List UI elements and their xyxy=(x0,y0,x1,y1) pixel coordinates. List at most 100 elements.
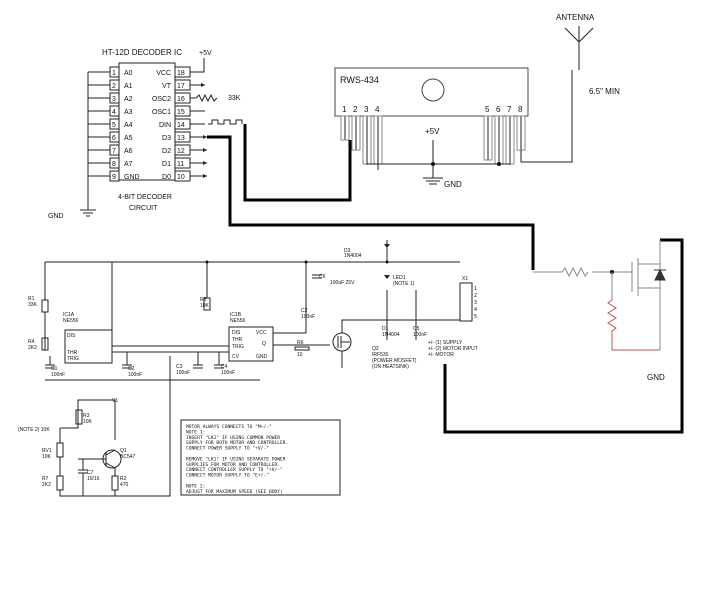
c7-value: 10/16 xyxy=(87,476,100,482)
receiver-pin-number: 7 xyxy=(507,105,512,114)
c2b-label: C2 xyxy=(128,366,135,372)
x1-label: X1 xyxy=(462,276,468,282)
note-line: ADJUST FOR MAXIMUM SPEED (SEE BODY) xyxy=(186,489,283,495)
ic1b-pin-q: Q xyxy=(262,341,266,347)
ic1a-pin-dis: DIS xyxy=(67,333,76,339)
q1-label: Q1 xyxy=(120,448,127,454)
q2-label: Q2 xyxy=(372,346,379,352)
c4-label: C4 xyxy=(221,364,228,370)
notes-box xyxy=(180,419,341,496)
rv1-label: RV1 xyxy=(42,448,52,454)
c6-value: 100uF 25V xyxy=(330,280,355,286)
decoder-pin-number: 1 xyxy=(112,70,116,77)
decoder-pin-number: 7 xyxy=(112,148,116,155)
rv1-value: 10K xyxy=(42,454,52,460)
receiver-crystal-icon xyxy=(421,78,445,102)
mosfet-body-diode-icon xyxy=(654,268,666,281)
x1-motor-input: +/- (2) MOTOR INPUT xyxy=(428,346,478,352)
q1-part: BC547 xyxy=(120,454,136,460)
receiver-name: RWS-434 xyxy=(340,75,379,85)
decoder-pin-name: D1 xyxy=(162,161,171,168)
ic1b-pin-dis: DIS xyxy=(232,330,241,336)
decoder-pin-name: DIN xyxy=(159,122,171,129)
decoder-title: HT-12D DECODER IC xyxy=(102,48,182,57)
antenna-section: ANTENNA 6.5" MIN xyxy=(556,13,620,96)
receiver-pin-number: 1 xyxy=(342,105,347,114)
led1-note: (NOTE 1) xyxy=(393,281,415,287)
x1-pin-number: 5 xyxy=(474,314,477,320)
x1-supply: +/- (1) SUPPLY xyxy=(428,340,463,346)
decoder-pin-name: OSC1 xyxy=(152,109,171,116)
data-link-d3 xyxy=(207,135,535,270)
r4-value: 2K2 xyxy=(28,345,37,351)
decoder-pin-name: A7 xyxy=(124,161,133,168)
osc-resistor-value: 33K xyxy=(228,95,241,102)
c2-label: C2 xyxy=(301,308,308,314)
ic1b-body xyxy=(228,326,274,362)
antenna-length: 6.5" MIN xyxy=(589,87,620,96)
ic1a-pin-trig: TRIG xyxy=(67,356,79,362)
decoder-pin-number: 8 xyxy=(112,161,116,168)
decoder-pin-number: 12 xyxy=(177,148,185,155)
r1-label: R1 xyxy=(28,296,35,302)
decoder-pin-number: 14 xyxy=(177,122,185,129)
x1-pin-number: 2 xyxy=(474,293,477,299)
c6-label: C6 xyxy=(319,274,326,280)
decoder-pin-number: 17 xyxy=(177,83,185,90)
note-line: MOTOR ALWAYS CONNECTS TO "M+/-" xyxy=(186,424,272,430)
receiver-vcc-label: +5V xyxy=(425,127,440,136)
r4-label: R4 xyxy=(28,339,35,345)
receiver-pin-number: 8 xyxy=(518,105,523,114)
decoder-pin-number: 5 xyxy=(112,122,116,129)
r6-label: R6 xyxy=(297,340,304,346)
led1-icon xyxy=(384,275,390,279)
c4-value: 100nF xyxy=(221,370,235,376)
note-line: REMOVE "LK1" IF USING SEPARATE POWER xyxy=(186,456,286,462)
receiver-pin-number: 2 xyxy=(353,105,358,114)
decoder-gnd-label: GND xyxy=(48,213,64,220)
note-line: NOTE 2: xyxy=(186,483,205,489)
decoder-pin-number: 10 xyxy=(177,174,185,181)
note-line: INSERT "LK1" IF USING COMMON POWER xyxy=(186,435,280,441)
note-line: CONNECT POWER SUPPLY TO "+V/-" xyxy=(186,446,269,452)
decoder-pin-name: A6 xyxy=(124,148,133,155)
r5-label: R5 xyxy=(200,297,207,303)
ic1b-pin-cv: CV xyxy=(232,354,240,360)
ic1b-pin-vcc: VCC xyxy=(256,330,267,336)
antenna-icon xyxy=(564,26,594,70)
decoder-pin-number: 18 xyxy=(177,70,185,77)
din-waveform-icon xyxy=(208,119,243,125)
c1-label: C1 xyxy=(51,366,58,372)
decoder-pin-name: A1 xyxy=(124,83,133,90)
d1-label: D1 xyxy=(382,326,389,332)
r2-value: 470 xyxy=(120,482,129,488)
d3-diode-icon xyxy=(384,244,390,248)
r3-label: R3 xyxy=(83,413,90,419)
decoder-pin-number: 3 xyxy=(112,96,116,103)
decoder-vcc-label: +5V xyxy=(199,50,212,57)
ic1a-label: IC1A xyxy=(63,312,75,318)
decoder-pin-name: GND xyxy=(124,174,140,181)
decoder-ic-body xyxy=(118,62,176,181)
c5-value: 100nF xyxy=(413,332,427,338)
c1-value: 100nF xyxy=(51,372,65,378)
d3-label: D3 xyxy=(344,248,351,254)
decoder-pin-name: VT xyxy=(162,83,172,90)
antenna-label: ANTENNA xyxy=(556,13,595,22)
x1-motor: +/- MOTOR xyxy=(428,352,454,358)
decoder-pin-number: 16 xyxy=(177,96,185,103)
motor-controller-section: IC1A NE556 DIS THR TRIG IC1B NE556 DIS T… xyxy=(18,240,478,497)
decoder-pin-name: OSC2 xyxy=(152,96,171,103)
c2b-value: 100nF xyxy=(128,372,142,378)
decoder-pin-name: D3 xyxy=(162,135,171,142)
decoder-pin-name: VCC xyxy=(156,70,171,77)
data-link-output xyxy=(443,238,684,434)
x1-pin-number: 4 xyxy=(474,307,477,313)
r5-value: 10K xyxy=(200,303,210,309)
r1-value: 33K xyxy=(28,302,38,308)
ic1b-pin-thr: THR xyxy=(232,337,243,343)
